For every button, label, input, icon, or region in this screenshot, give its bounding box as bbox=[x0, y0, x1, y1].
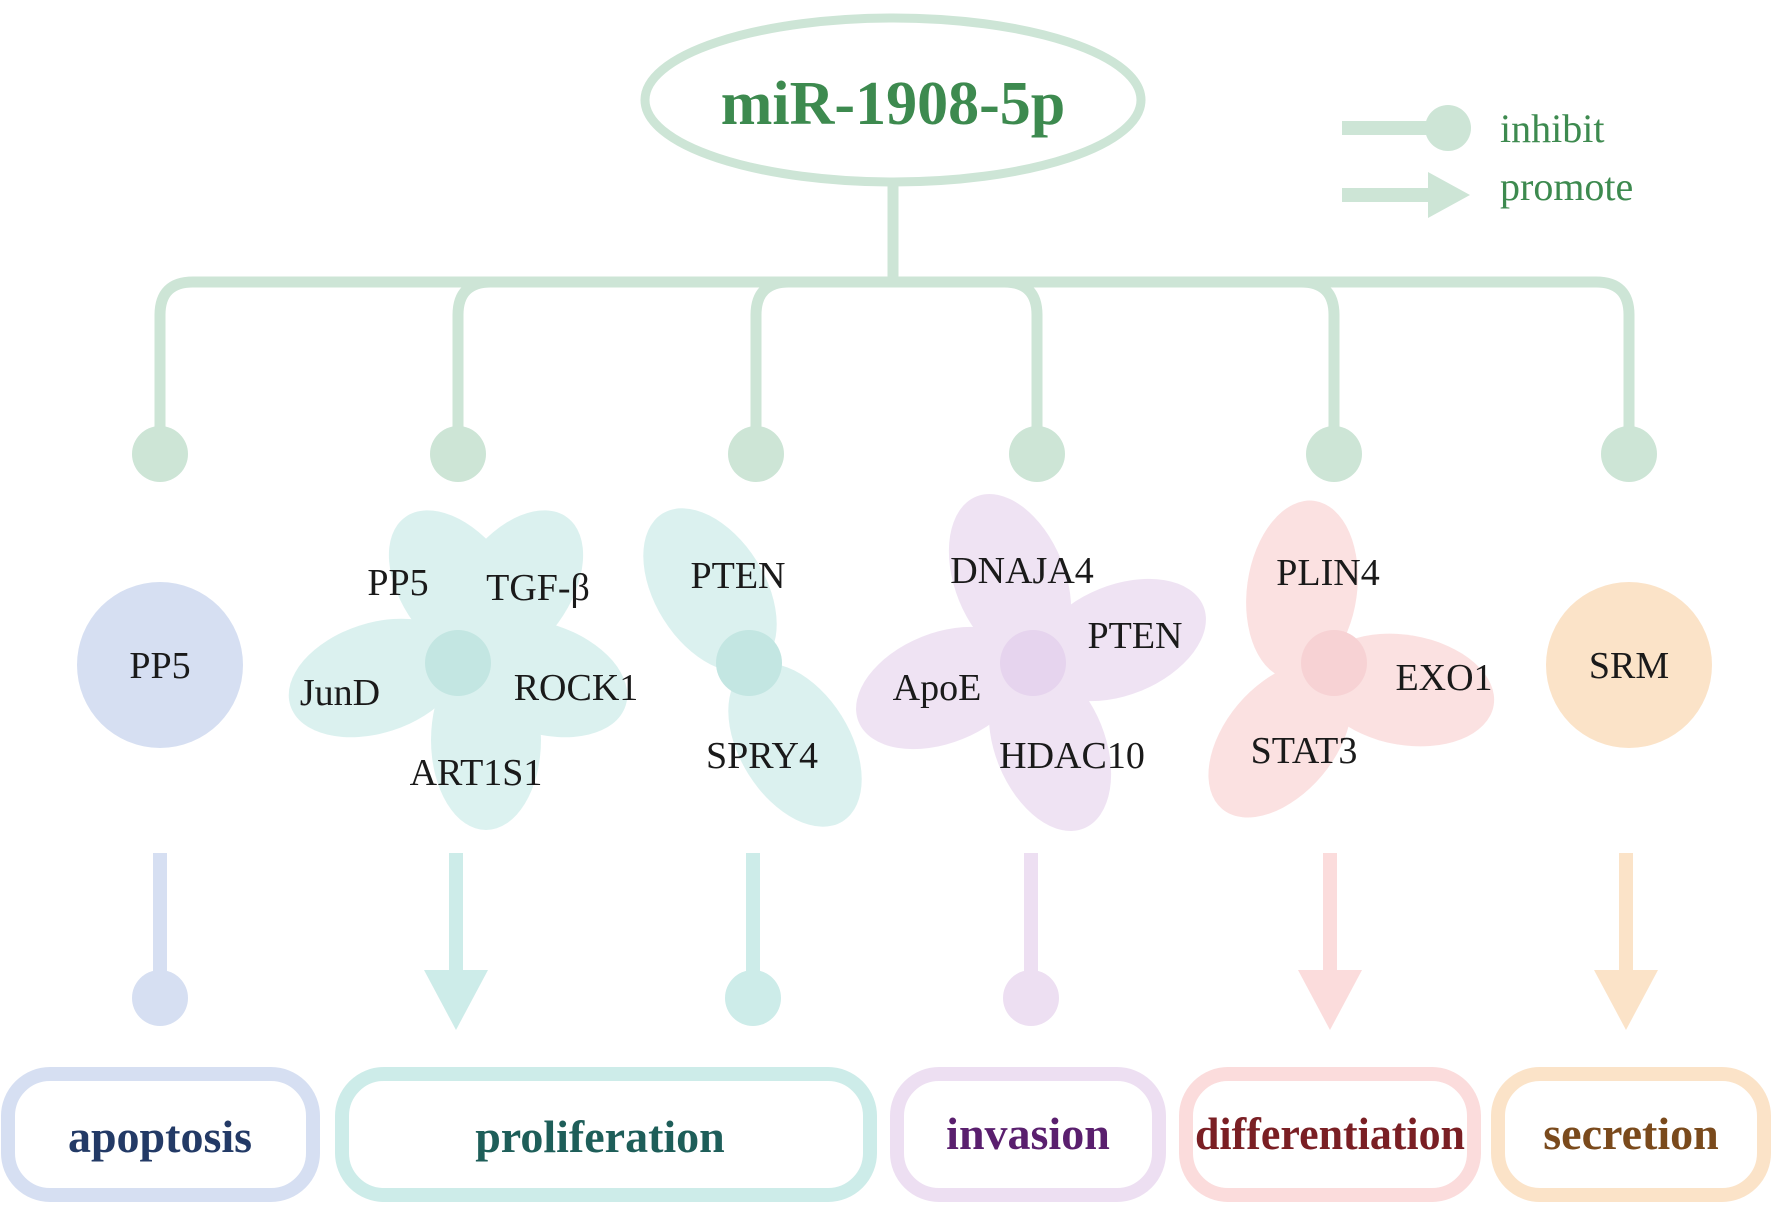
outcome-label: proliferation bbox=[475, 1111, 725, 1162]
branch-drop-3 bbox=[750, 276, 790, 430]
gene-label: ApoE bbox=[893, 667, 982, 709]
gene-label: STAT3 bbox=[1251, 730, 1358, 772]
promote-arrow-differentiation bbox=[1298, 853, 1362, 1030]
branch-drop-5 bbox=[1300, 276, 1340, 430]
petal bbox=[988, 659, 1112, 831]
outcome-boxes: apoptosis proliferation invasion differe… bbox=[1, 1067, 1771, 1202]
promote-arrow-secretion bbox=[1594, 853, 1658, 1030]
petal bbox=[856, 626, 1028, 750]
legend-promote-icon bbox=[1342, 172, 1470, 218]
effect-connectors bbox=[132, 853, 1658, 1030]
group-secretion-node: SRM bbox=[1546, 582, 1712, 748]
flower-center bbox=[1000, 630, 1066, 696]
gene-label: SRM bbox=[1589, 645, 1669, 687]
legend-promote-label: promote bbox=[1500, 164, 1633, 209]
group-apoptosis-node: PP5 bbox=[77, 582, 243, 748]
outcome-box-apoptosis: apoptosis bbox=[1, 1067, 320, 1202]
promote-arrow-proliferation bbox=[424, 853, 488, 1030]
branch-inhibit-heads bbox=[132, 426, 1657, 482]
branch-head-4 bbox=[1009, 426, 1065, 482]
gene-label: PTEN bbox=[1088, 615, 1183, 657]
branch-bar bbox=[154, 276, 1635, 430]
gene-label: HDAC10 bbox=[999, 735, 1145, 777]
gene-circle-srm bbox=[1546, 582, 1712, 748]
petal bbox=[1208, 662, 1352, 818]
connector-tree bbox=[154, 185, 1635, 430]
petal bbox=[1034, 578, 1206, 702]
gene-label: JunD bbox=[300, 672, 380, 714]
flower-center bbox=[1301, 630, 1367, 696]
petal bbox=[288, 618, 464, 738]
gene-label: PTEN bbox=[691, 555, 786, 597]
title-text: miR-1908-5p bbox=[721, 70, 1065, 138]
group-invasion-flower: DNAJA4 PTEN HDAC10 ApoE bbox=[856, 494, 1206, 831]
outcome-label: differentiation bbox=[1195, 1108, 1465, 1159]
petal bbox=[728, 663, 862, 827]
inhibit-connector-apoptosis bbox=[132, 853, 188, 1026]
flower-center bbox=[716, 630, 782, 696]
group-proliferation-flower: PP5 TGF-β ROCK1 ART1S1 JunD bbox=[288, 510, 639, 830]
branch-drop-2 bbox=[452, 276, 492, 430]
branch-head-3 bbox=[728, 426, 784, 482]
gene-label: EXO1 bbox=[1395, 657, 1492, 699]
outcome-box-invasion: invasion bbox=[890, 1067, 1166, 1202]
outcome-box-proliferation: proliferation bbox=[335, 1067, 877, 1202]
gene-label: ROCK1 bbox=[514, 667, 639, 709]
branch-head-6 bbox=[1601, 426, 1657, 482]
inhibit-connector-proliferation bbox=[725, 853, 781, 1026]
branch-head-5 bbox=[1306, 426, 1362, 482]
outcome-box-secretion: secretion bbox=[1491, 1067, 1771, 1202]
legend-inhibit-icon bbox=[1342, 105, 1471, 151]
branch-head-2 bbox=[430, 426, 486, 482]
legend-inhibit-label: inhibit bbox=[1500, 106, 1604, 151]
outcome-label: apoptosis bbox=[68, 1111, 252, 1162]
gene-label: SPRY4 bbox=[706, 735, 818, 777]
legend: inhibit promote bbox=[1342, 105, 1633, 218]
gene-label: ART1S1 bbox=[410, 752, 543, 794]
gene-label: PLIN4 bbox=[1276, 552, 1379, 594]
group-differentiation-flower: PLIN4 EXO1 STAT3 bbox=[1208, 500, 1495, 818]
group-proliferation2-flower: PTEN SPRY4 bbox=[643, 508, 862, 827]
flower-center bbox=[425, 630, 491, 696]
title-ellipse bbox=[640, 13, 1146, 187]
title-node: miR-1908-5p bbox=[640, 13, 1146, 187]
branch-drop-4 bbox=[1003, 276, 1043, 430]
gene-label: PP5 bbox=[367, 562, 428, 604]
petal bbox=[948, 494, 1072, 666]
outcome-box-differentiation: differentiation bbox=[1179, 1067, 1481, 1202]
gene-circle-pp5 bbox=[77, 582, 243, 748]
gene-label: TGF-β bbox=[486, 567, 590, 609]
gene-label: PP5 bbox=[129, 645, 190, 687]
inhibit-connector-invasion bbox=[1003, 853, 1059, 1026]
outcome-label: invasion bbox=[946, 1108, 1110, 1159]
outcome-label: secretion bbox=[1543, 1108, 1718, 1159]
branch-head-1 bbox=[132, 426, 188, 482]
gene-label: DNAJA4 bbox=[950, 550, 1094, 592]
